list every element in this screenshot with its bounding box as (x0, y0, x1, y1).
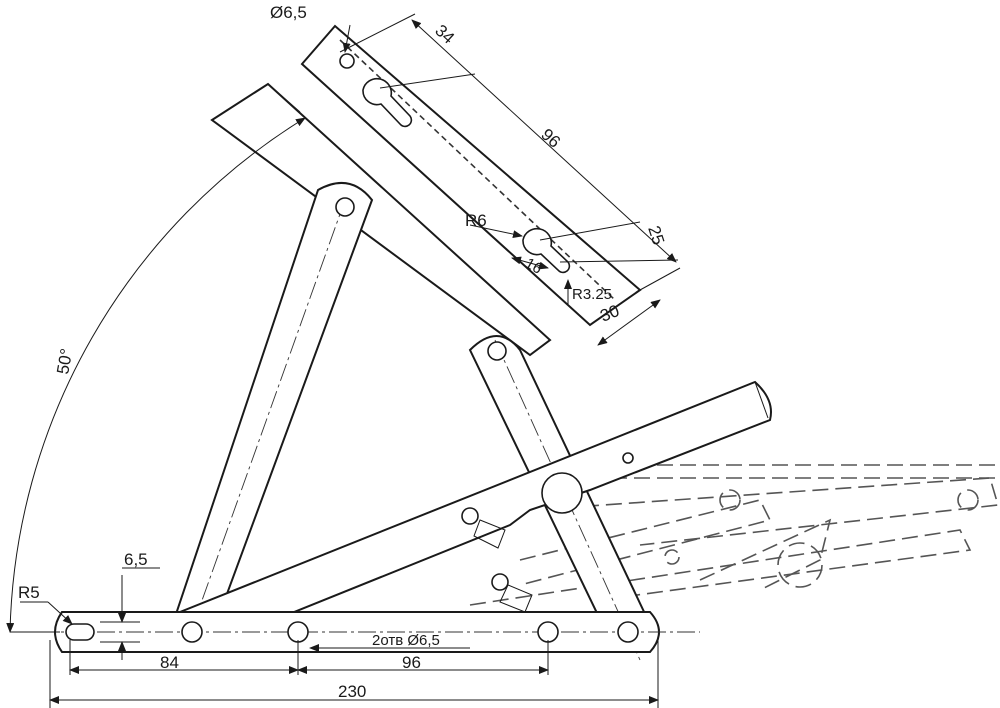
base-dimensions (20, 567, 659, 708)
dim-230: 230 (338, 682, 366, 701)
angle-dimension (6, 117, 306, 633)
dim-angle: 50° (53, 347, 76, 376)
plate-hole-top (339, 53, 355, 69)
dim-96-plate: 96 (537, 125, 564, 152)
dim-r6: R6 (465, 211, 487, 230)
left-arm-top-rivet (335, 197, 355, 217)
base-hole-2 (537, 621, 559, 643)
dim-34: 34 (431, 21, 458, 48)
slot-hole (65, 623, 95, 641)
dim-r325: R3.25 (572, 286, 612, 303)
dim-6-5: 6,5 (124, 550, 148, 569)
base-rivet-1 (181, 621, 203, 643)
plate-dimensions (339, 13, 681, 346)
dim-96-base: 96 (402, 653, 421, 672)
dim-16: 16 (522, 255, 545, 278)
sash-arm-pivot (541, 472, 583, 514)
base-bar (10, 611, 700, 653)
sash-arm-small-hole (622, 452, 634, 464)
dim-84: 84 (160, 653, 179, 672)
base-hole-1 (287, 621, 309, 643)
sash-arm (157, 380, 772, 652)
right-arm-top-rivet (487, 341, 507, 361)
dim-hole-top: Ø6,5 (270, 3, 307, 22)
closed-position-outline (469, 464, 1000, 606)
dim-25: 25 (644, 223, 668, 247)
dim-r5: R5 (18, 583, 40, 602)
dim-holes-note: 2отв Ø6,5 (372, 632, 440, 649)
base-rivet-2 (617, 621, 639, 643)
